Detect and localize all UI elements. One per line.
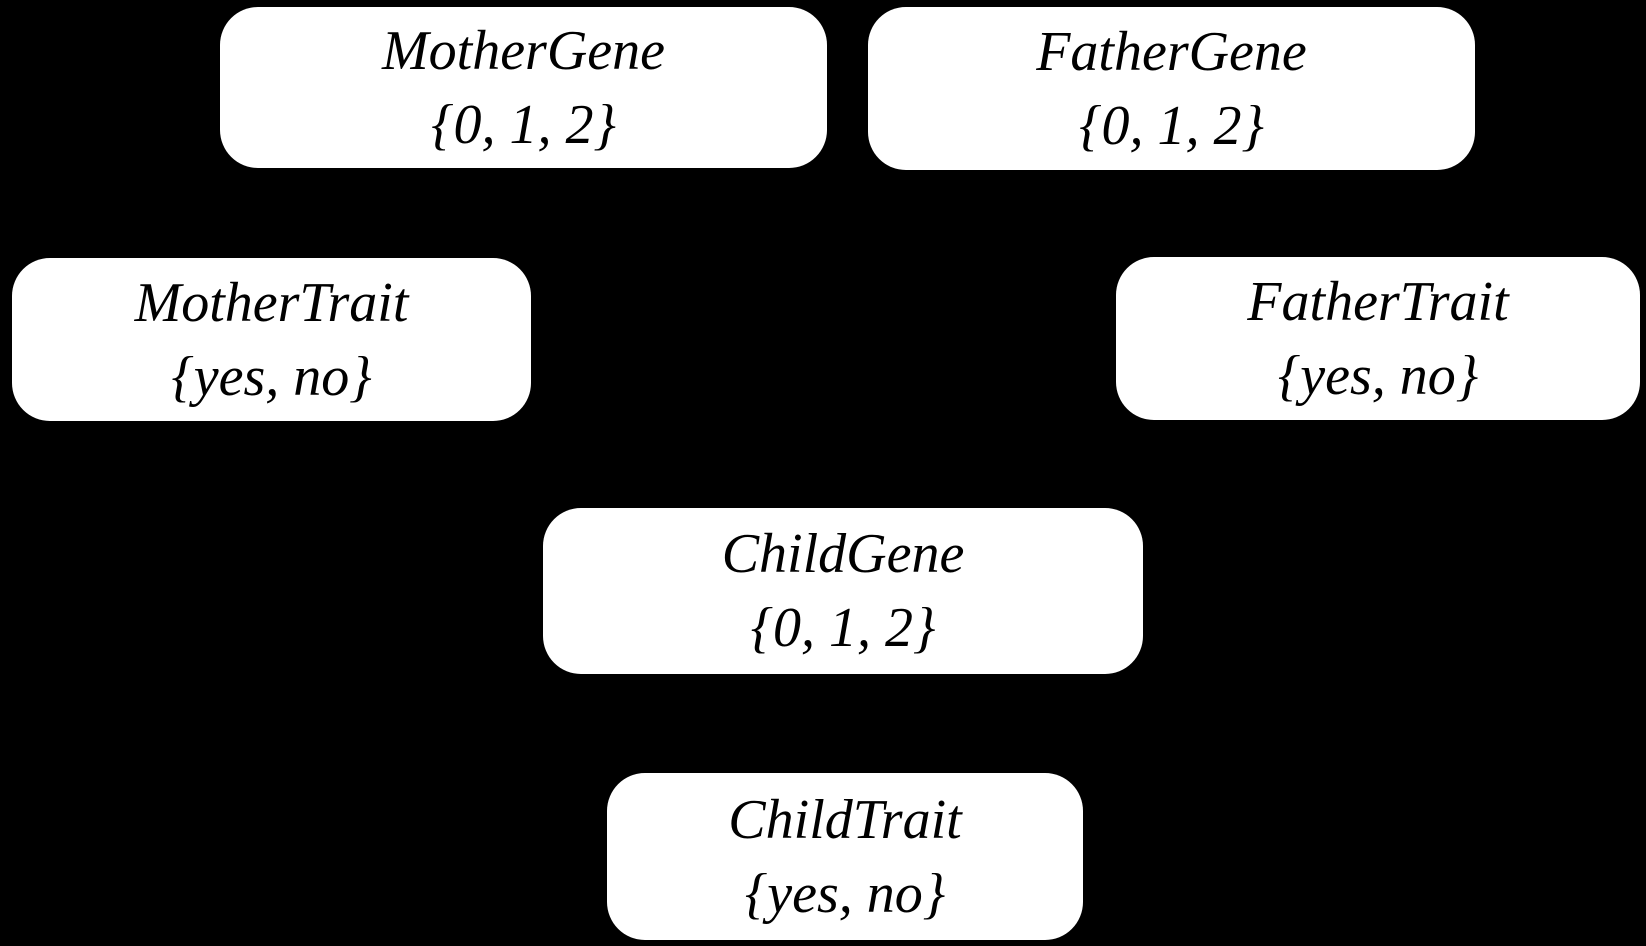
node-child-gene-domain: {0, 1, 2} <box>750 597 936 659</box>
node-child-trait-domain: {yes, no} <box>744 862 946 925</box>
node-father-trait-domain: {yes, no} <box>1277 344 1479 407</box>
node-father-trait[interactable]: FatherTrait {yes, no} <box>1116 257 1640 420</box>
node-father-gene[interactable]: FatherGene {0, 1, 2} <box>868 7 1475 170</box>
node-mother-gene-title: MotherGene <box>381 19 665 82</box>
node-mother-trait-domain: {yes, no} <box>171 345 372 408</box>
node-child-gene-title: ChildGene <box>721 523 965 585</box>
node-mother-gene[interactable]: MotherGene {0, 1, 2} <box>220 7 827 168</box>
node-mother-trait-title: MotherTrait <box>134 271 409 334</box>
node-father-trait-title: FatherTrait <box>1247 270 1509 333</box>
node-child-gene[interactable]: ChildGene {0, 1, 2} <box>543 508 1143 674</box>
node-father-gene-title: FatherGene <box>1036 20 1307 83</box>
node-mother-gene-domain: {0, 1, 2} <box>431 93 616 156</box>
node-child-trait[interactable]: ChildTrait {yes, no} <box>607 773 1083 940</box>
node-mother-trait[interactable]: MotherTrait {yes, no} <box>12 258 531 421</box>
node-child-trait-title: ChildTrait <box>728 788 962 851</box>
node-father-gene-domain: {0, 1, 2} <box>1079 94 1264 157</box>
